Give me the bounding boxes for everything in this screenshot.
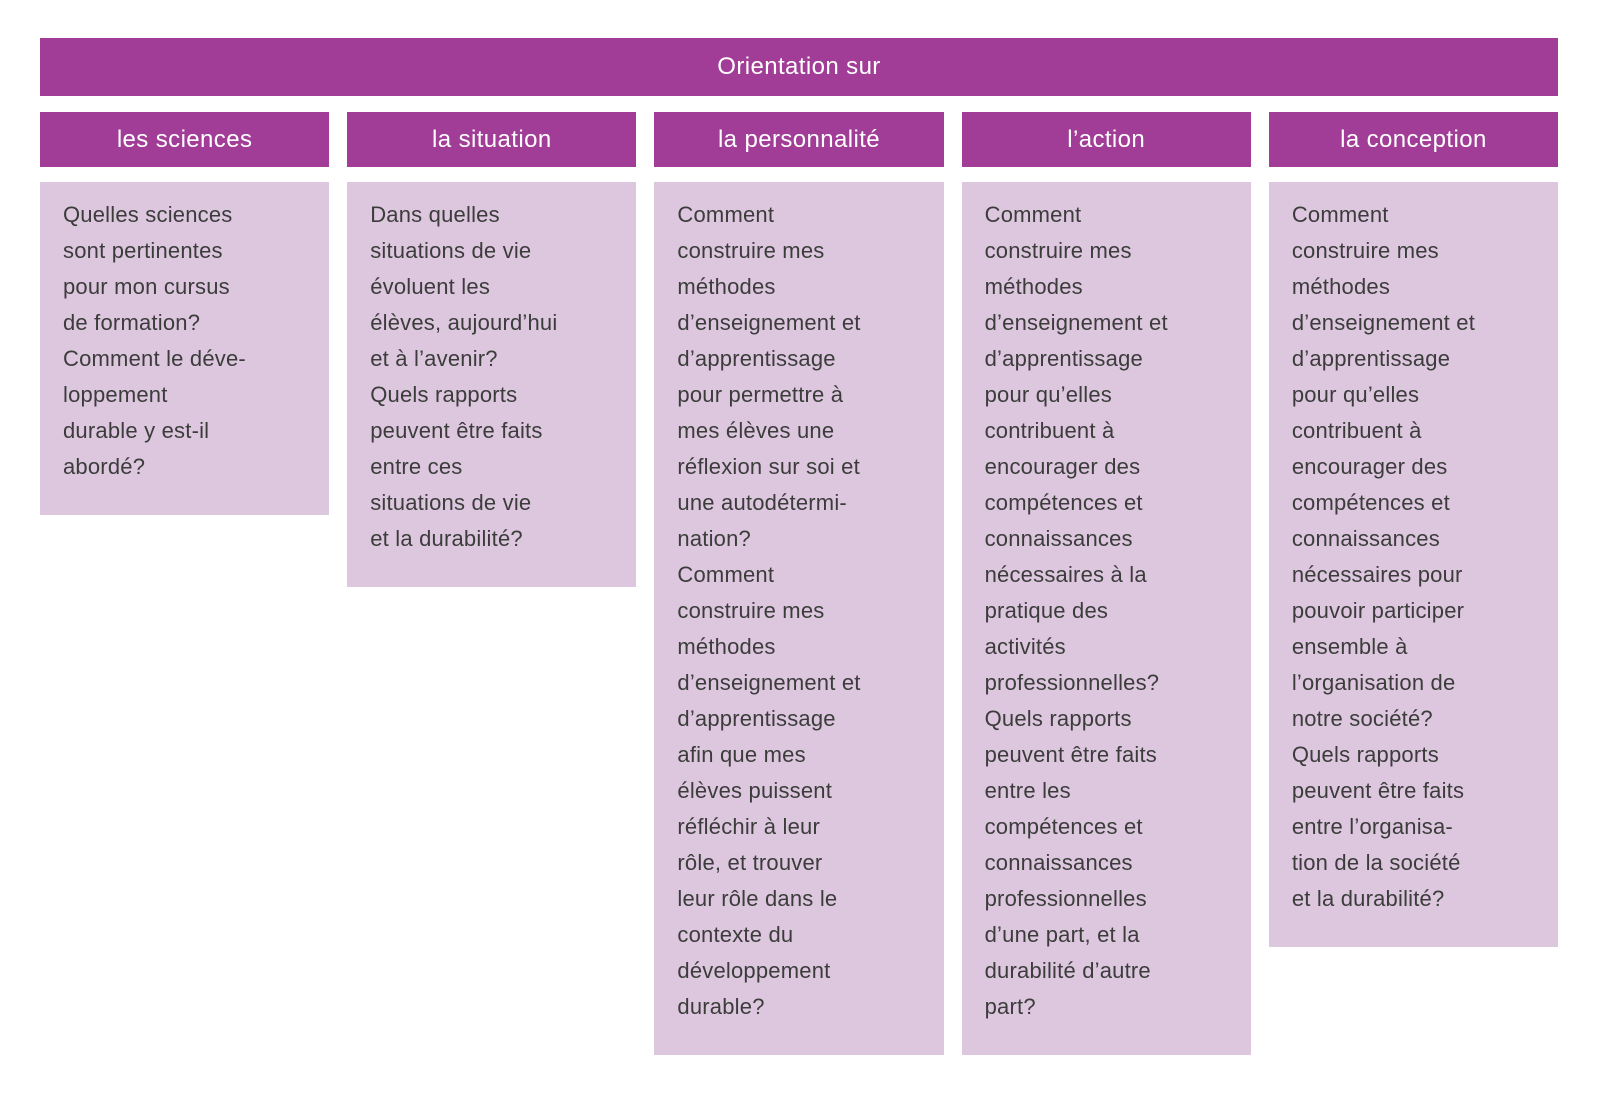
orientation-column-4: l’action Comment construire mes méthodes… — [961, 112, 1251, 1055]
column-header-1: les sciences — [40, 112, 330, 167]
banner-orientation-sur: Orientation sur — [40, 38, 1558, 96]
orientation-column-1: les sciences Quelles sciences sont perti… — [40, 112, 330, 515]
orientation-column-2: la situation Dans quelles situations de … — [347, 112, 637, 587]
orientation-column-3: la personnalité Comment construire mes m… — [654, 112, 944, 1055]
column-header-5: la conception — [1268, 112, 1559, 167]
column-body-4: Comment construire mes méthodes d’enseig… — [961, 182, 1251, 1055]
column-body-1: Quelles sciences sont pertinentes pour m… — [40, 182, 330, 515]
column-header-3: la personnalité — [654, 112, 944, 167]
orientation-column-5: la conception Comment construire mes mét… — [1268, 112, 1559, 947]
column-body-2: Dans quelles situations de vie évoluent … — [347, 182, 637, 587]
column-header-4: l’action — [961, 112, 1251, 167]
columns-row: les sciences Quelles sciences sont perti… — [40, 112, 1559, 1055]
orientation-table: Orientation sur les sciences Quelles sci… — [40, 38, 1559, 1055]
column-body-5: Comment construire mes méthodes d’enseig… — [1268, 182, 1559, 947]
column-body-3: Comment construire mes méthodes d’enseig… — [654, 182, 944, 1055]
column-header-2: la situation — [347, 112, 637, 167]
